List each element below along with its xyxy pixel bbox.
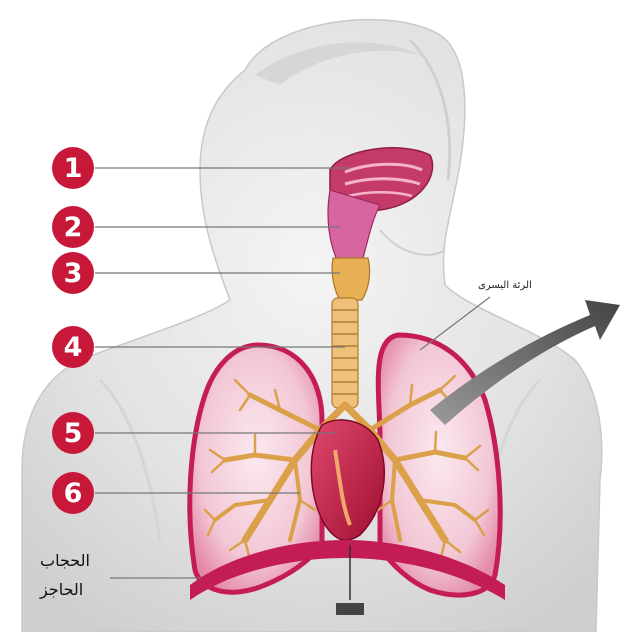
- larynx: [332, 258, 370, 300]
- marker-6: 6: [52, 472, 94, 514]
- diaphragm-label-line2: الحاجز: [40, 578, 83, 602]
- bottom-mark: [336, 603, 364, 615]
- diaphragm-label-line1: الحجاب: [40, 549, 90, 573]
- marker-3: 3: [52, 252, 94, 294]
- marker-5: 5: [52, 412, 94, 454]
- left-lung-label: الرئة اليسرى: [478, 280, 532, 291]
- marker-4: 4: [52, 326, 94, 368]
- trachea: [332, 298, 358, 408]
- marker-2: 2: [52, 206, 94, 248]
- marker-1: 1: [52, 147, 94, 189]
